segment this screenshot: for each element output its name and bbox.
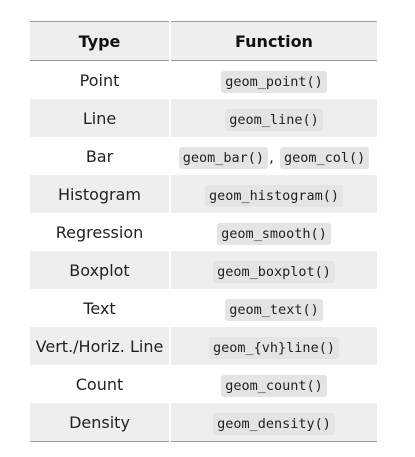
table-row: Boxplot geom_boxplot()	[30, 251, 377, 289]
header-row: Type Function	[30, 21, 377, 61]
table-row: Count geom_count()	[30, 365, 377, 403]
row-type: Boxplot	[30, 251, 171, 289]
function-code: geom_smooth()	[217, 222, 331, 245]
row-type: Histogram	[30, 175, 171, 213]
geom-table-container: Type Function Point geom_point() Line ge…	[30, 21, 377, 442]
table-row: Histogram geom_histogram()	[30, 175, 377, 213]
function-code: geom_text()	[225, 298, 323, 321]
table-row: Text geom_text()	[30, 289, 377, 327]
row-type: Density	[30, 403, 171, 442]
table-body: Point geom_point() Line geom_line() Bar …	[30, 60, 377, 442]
table-row: Density geom_density()	[30, 403, 377, 442]
row-function: geom_count()	[170, 365, 377, 403]
function-code: geom_bar()	[178, 146, 269, 169]
function-code: geom_line()	[225, 108, 323, 131]
function-code: geom_point()	[221, 70, 327, 93]
row-function: geom_{vh}line()	[170, 327, 377, 365]
table-header: Type Function	[30, 21, 377, 61]
row-type: Text	[30, 289, 171, 327]
table-row: Point geom_point()	[30, 60, 377, 100]
header-type: Type	[30, 21, 171, 61]
row-type: Count	[30, 365, 171, 403]
function-code: geom_boxplot()	[213, 260, 335, 283]
row-function: geom_line()	[170, 99, 377, 137]
row-function: geom_boxplot()	[170, 251, 377, 289]
row-function: geom_smooth()	[170, 213, 377, 251]
function-separator: ,	[269, 147, 274, 166]
table-row: Bar geom_bar(), geom_col()	[30, 137, 377, 175]
function-code: geom_col()	[279, 146, 370, 169]
table-row: Regression geom_smooth()	[30, 213, 377, 251]
geom-functions-table: Type Function Point geom_point() Line ge…	[30, 21, 377, 442]
function-code: geom_count()	[221, 374, 327, 397]
row-type: Bar	[30, 137, 171, 175]
row-function: geom_bar(), geom_col()	[170, 137, 377, 175]
row-type: Point	[30, 60, 171, 99]
row-function: geom_density()	[170, 403, 377, 442]
function-code: geom_histogram()	[204, 184, 344, 207]
row-function: geom_text()	[170, 289, 377, 327]
row-type: Regression	[30, 213, 171, 251]
header-function: Function	[170, 21, 377, 61]
function-code: geom_{vh}line()	[209, 336, 339, 359]
row-function: geom_point()	[170, 61, 377, 100]
function-code: geom_density()	[213, 412, 335, 435]
row-type: Vert./Horiz. Line	[30, 327, 171, 365]
table-row: Vert./Horiz. Line geom_{vh}line()	[30, 327, 377, 365]
row-type: Line	[30, 99, 171, 137]
table-row: Line geom_line()	[30, 99, 377, 137]
row-function: geom_histogram()	[170, 175, 377, 213]
